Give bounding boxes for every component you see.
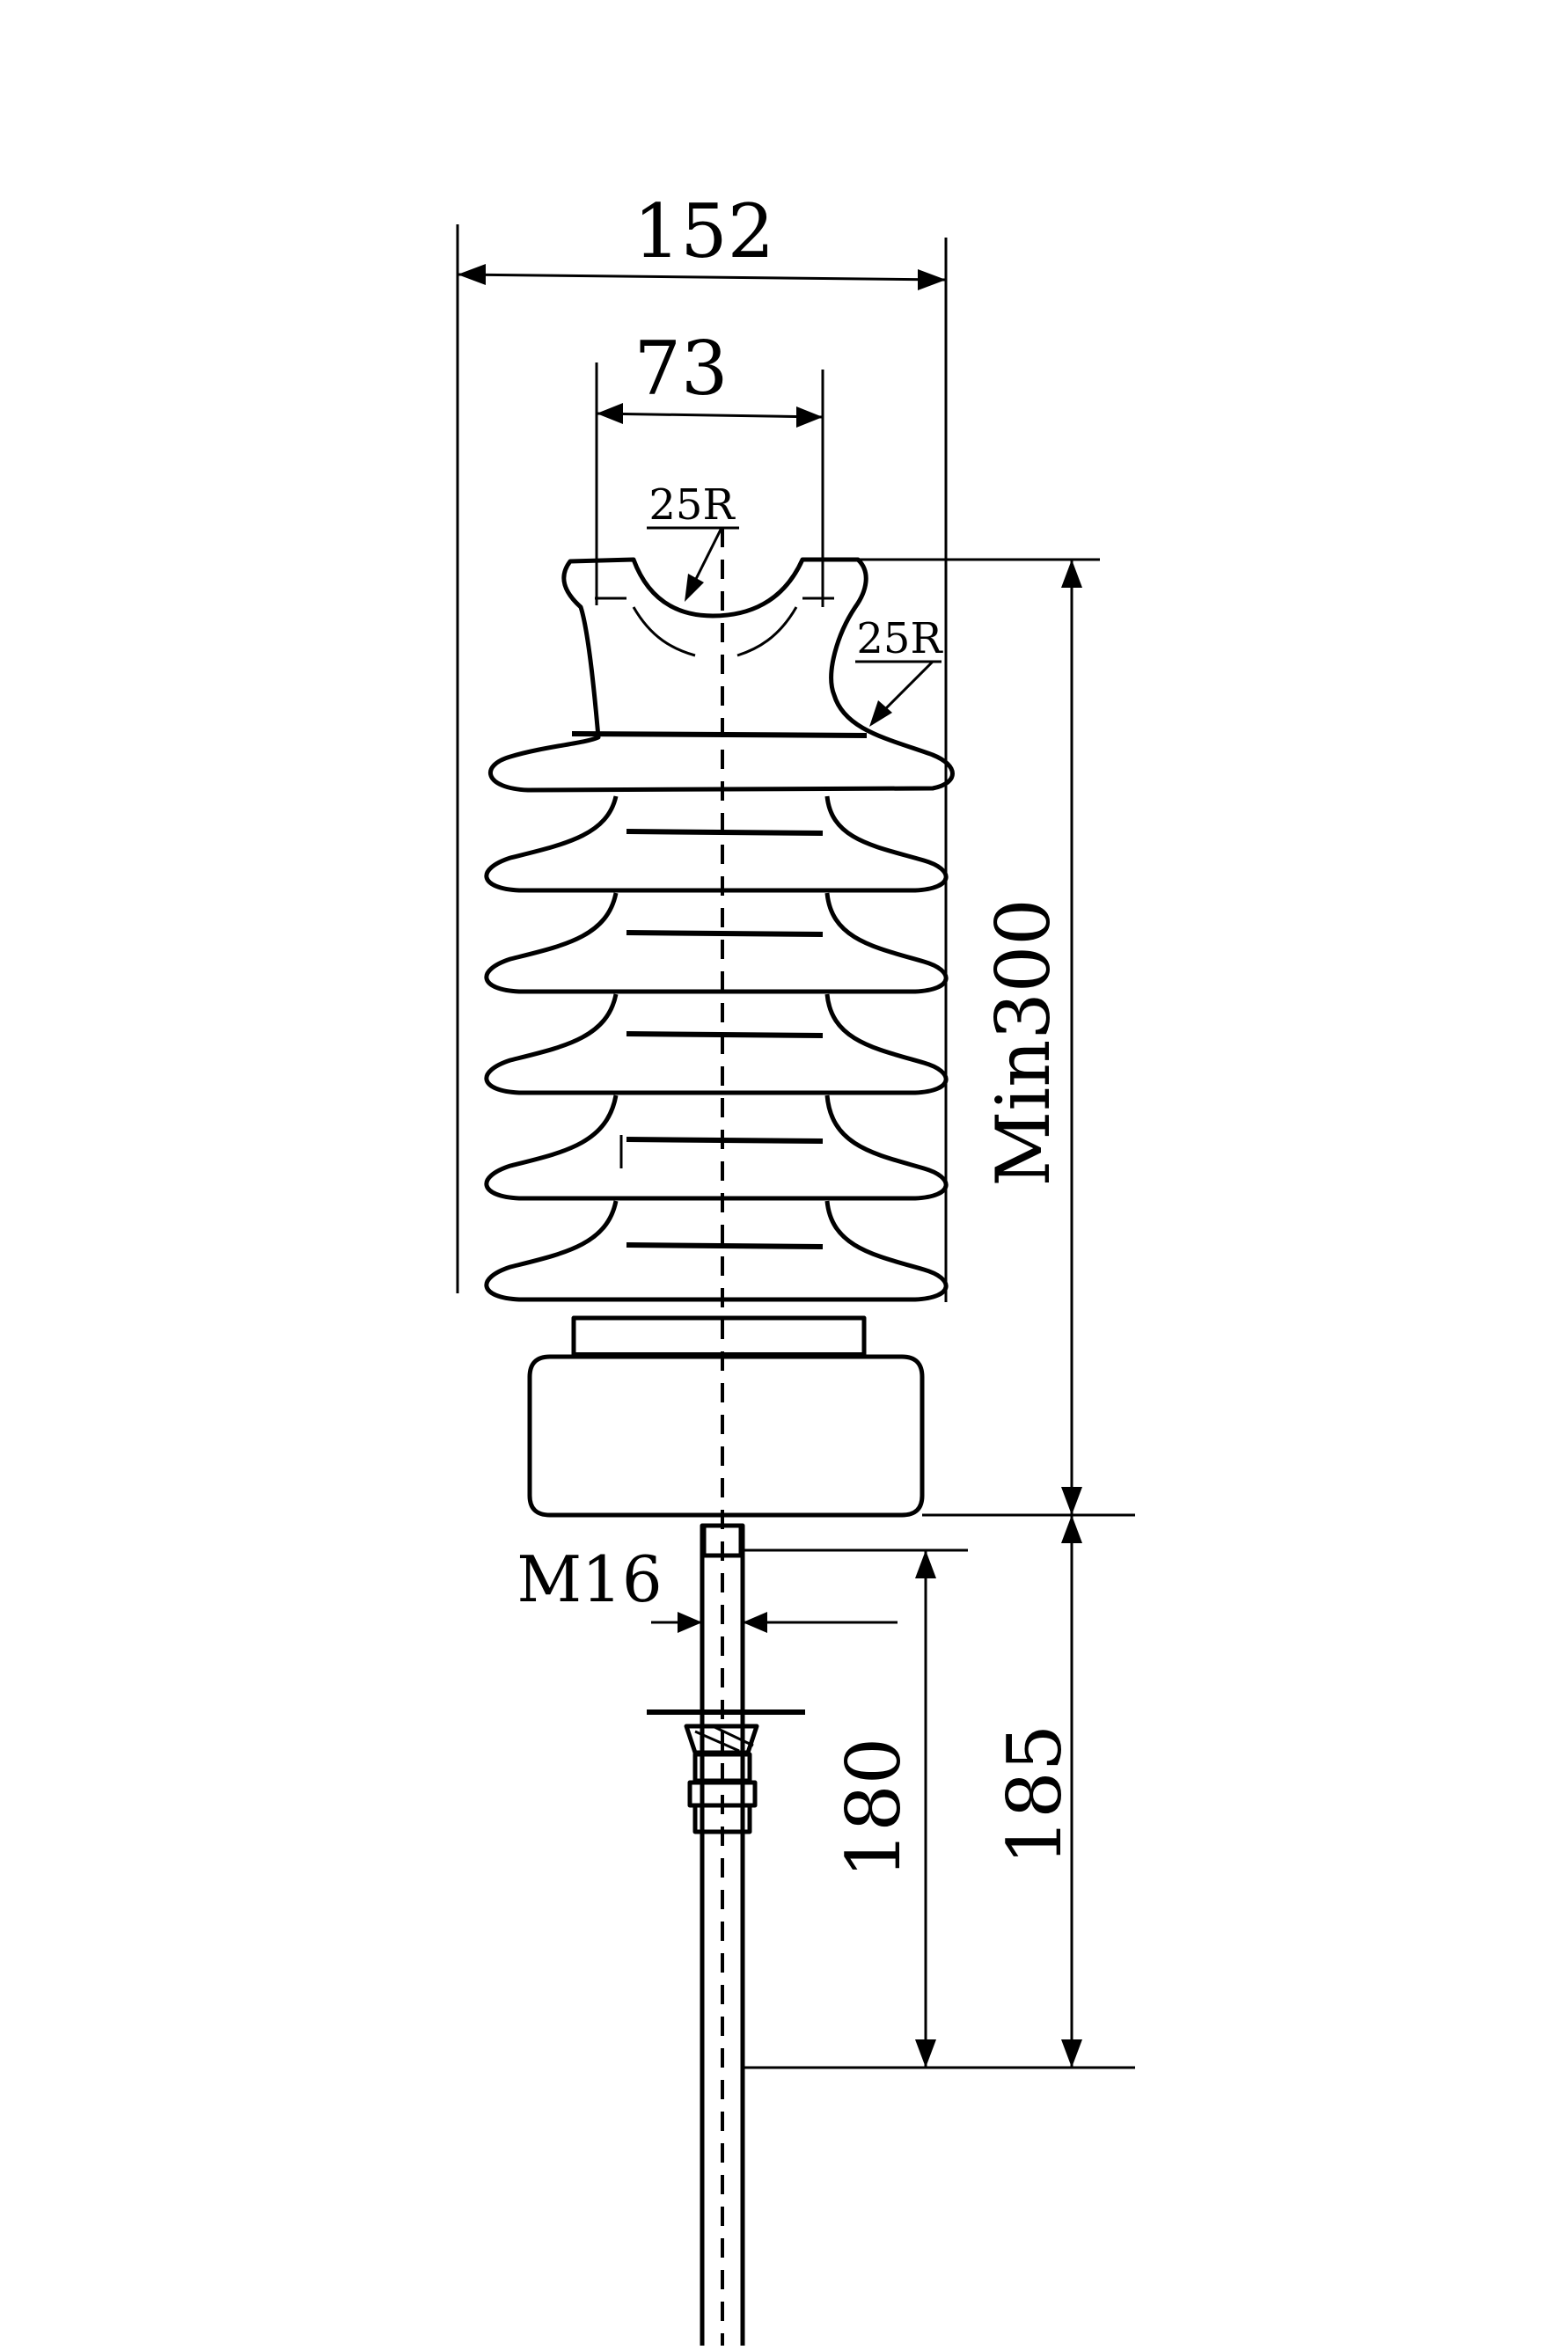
shed-1 — [484, 795, 949, 893]
arrow-left-73 — [597, 403, 623, 424]
head-band — [571, 731, 868, 738]
pin-lockwasher-split — [694, 1724, 754, 1753]
arrow-bottom-180 — [915, 2039, 936, 2068]
shed-2 — [484, 892, 949, 994]
dim-pin-total: 185 — [743, 1515, 1135, 2069]
arrow-right-73 — [796, 406, 823, 428]
shed-3 — [484, 993, 949, 1095]
shoulder-radius-callout: 25R — [855, 614, 943, 727]
arrow-top-185 — [1061, 1515, 1082, 1543]
label-m16: M16 — [517, 1542, 662, 1616]
arrow-m16-right — [743, 1612, 767, 1633]
leader-groove — [690, 527, 723, 589]
base-neck — [571, 1315, 867, 1358]
dim-pin-length: 180 — [743, 1548, 968, 2068]
insulator-head — [488, 557, 955, 793]
shed-5 — [484, 1200, 949, 1302]
dim-line-73 — [596, 412, 824, 419]
dim-height: Min300 — [840, 558, 1135, 1517]
label-groove-radius: 25R — [648, 480, 736, 530]
arrow-top-180 — [915, 1550, 936, 1578]
label-152: 152 — [634, 188, 774, 275]
arrow-groove-radius — [685, 574, 704, 602]
shed-band-3 — [626, 1031, 824, 1038]
arrow-shoulder-radius — [869, 700, 892, 727]
arrow-right-152 — [918, 269, 946, 290]
shed-4 — [484, 1094, 949, 1201]
mounting-pin — [647, 1523, 805, 2350]
label-185: 185 — [992, 1724, 1078, 1865]
arrow-bottom-300 — [1061, 1487, 1082, 1515]
label-73: 73 — [634, 326, 729, 412]
arrow-top-300 — [1061, 560, 1082, 588]
arrow-m16-left — [678, 1612, 702, 1633]
label-180: 180 — [831, 1738, 917, 1878]
groove-inner-left — [632, 606, 696, 657]
shed-stack — [484, 795, 949, 1302]
head-outline — [488, 557, 955, 793]
shed-band-1 — [626, 829, 824, 836]
groove-inner-right — [736, 606, 798, 657]
label-min300: Min300 — [980, 898, 1066, 1186]
arrow-bottom-185 — [1061, 2039, 1082, 2068]
arrow-left-152 — [458, 264, 486, 285]
shed-band-2 — [626, 930, 824, 937]
label-shoulder-radius: 25R — [856, 614, 943, 663]
groove-radius-callout: 25R — [647, 480, 739, 602]
shed-band-5 — [626, 1242, 824, 1249]
dim-thread: M16 — [517, 1542, 898, 1633]
dim-line-152 — [457, 273, 947, 282]
shed-band-4 — [626, 1137, 824, 1144]
dim-top-groove-width: 73 — [595, 326, 824, 607]
insulator-base — [527, 1315, 925, 1518]
base-cap — [527, 1354, 925, 1518]
leader-shoulder — [878, 660, 934, 716]
dim-overall-width: 152 — [456, 188, 948, 1302]
